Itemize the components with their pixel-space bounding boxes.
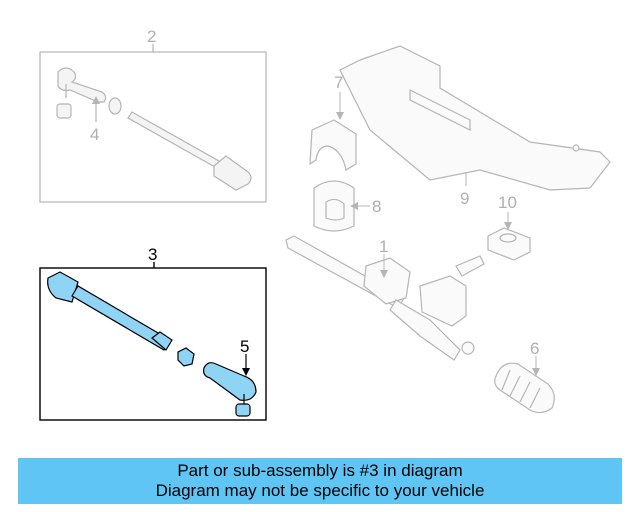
group-2-inner-rod xyxy=(108,97,252,191)
callout-7: 7 xyxy=(334,73,343,92)
callout-5: 5 xyxy=(240,337,249,356)
group-3-inset xyxy=(39,262,267,421)
banner-line-2: Diagram may not be specific to your vehi… xyxy=(155,481,485,500)
callout-3: 3 xyxy=(148,245,157,264)
steering-gear xyxy=(285,235,485,361)
info-banner: Part or sub-assembly is #3 in diagram Di… xyxy=(18,458,622,504)
crossmember xyxy=(339,45,611,191)
mount-pad xyxy=(487,227,531,261)
callout-6: 6 xyxy=(530,339,539,358)
callout-2: 2 xyxy=(147,27,156,46)
banner-line-1: Part or sub-assembly is #3 in diagram xyxy=(177,461,463,480)
bushing xyxy=(313,180,355,232)
clamp xyxy=(309,119,357,171)
callout-1: 1 xyxy=(379,237,388,256)
callout-10: 10 xyxy=(498,193,517,212)
callout-4: 4 xyxy=(90,125,99,144)
inner-tie-rod xyxy=(47,271,173,351)
group-2-tie-rod-end xyxy=(56,67,107,119)
group-2-inset xyxy=(39,44,267,203)
group-3-box xyxy=(39,267,267,421)
parts-diagram: 2 4 3 5 9 xyxy=(39,27,611,421)
outer-tie-rod-end xyxy=(203,362,257,417)
jam-nut xyxy=(177,347,195,367)
callout-8: 8 xyxy=(372,197,381,216)
callout-9: 9 xyxy=(460,189,469,208)
rack-boot xyxy=(494,362,555,414)
